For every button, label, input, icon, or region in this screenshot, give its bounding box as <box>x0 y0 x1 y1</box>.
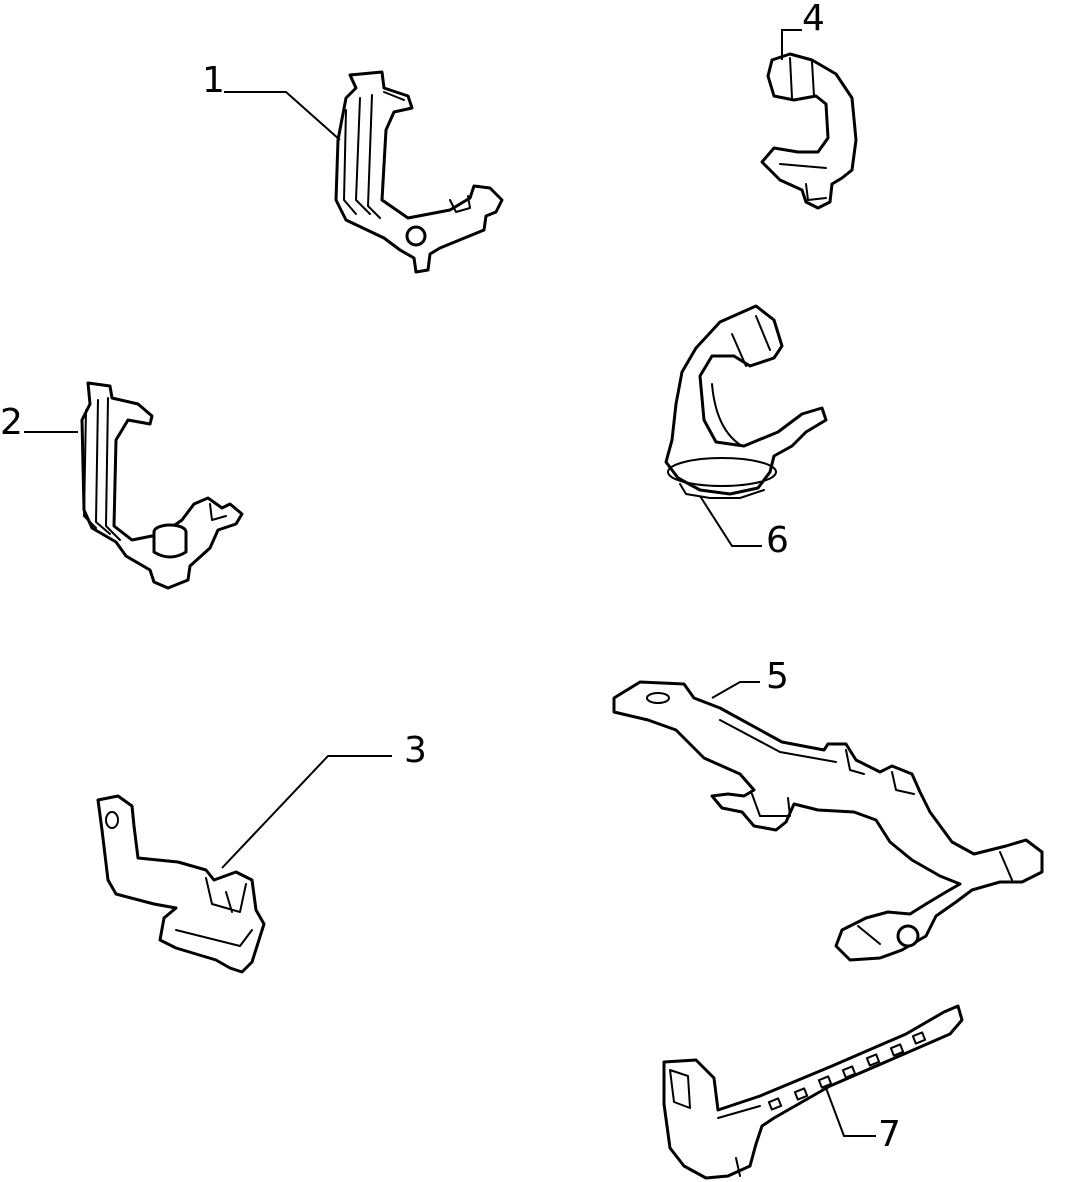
part-4-pipe-clip <box>760 52 858 210</box>
part-7-cable-tie <box>662 1004 964 1180</box>
callout-labels: 1 2 3 4 5 6 7 <box>0 0 901 1155</box>
leader-lines <box>24 29 876 1137</box>
callout-label-3: 3 <box>404 730 427 771</box>
leader-line-3 <box>221 755 392 869</box>
callout-label-6: 6 <box>766 520 789 561</box>
part-2-bracket <box>80 381 244 590</box>
leader-line-7 <box>825 1087 876 1137</box>
tie-strap-slots <box>767 1031 927 1111</box>
leader-line-4 <box>781 29 802 60</box>
part-6-hose-clip <box>664 304 828 499</box>
callout-label-5: 5 <box>766 656 789 697</box>
leader-line-5 <box>711 681 760 699</box>
callout-label-7: 7 <box>878 1114 901 1155</box>
part-1-bracket <box>334 70 504 274</box>
leader-line-1 <box>224 91 341 141</box>
part-3-cable-clip <box>96 794 266 974</box>
callout-label-1: 1 <box>202 60 225 101</box>
part-5-strip-bracket <box>612 680 1044 962</box>
callout-label-4: 4 <box>802 0 825 39</box>
callout-label-2: 2 <box>0 402 23 443</box>
leader-line-6 <box>699 495 762 547</box>
